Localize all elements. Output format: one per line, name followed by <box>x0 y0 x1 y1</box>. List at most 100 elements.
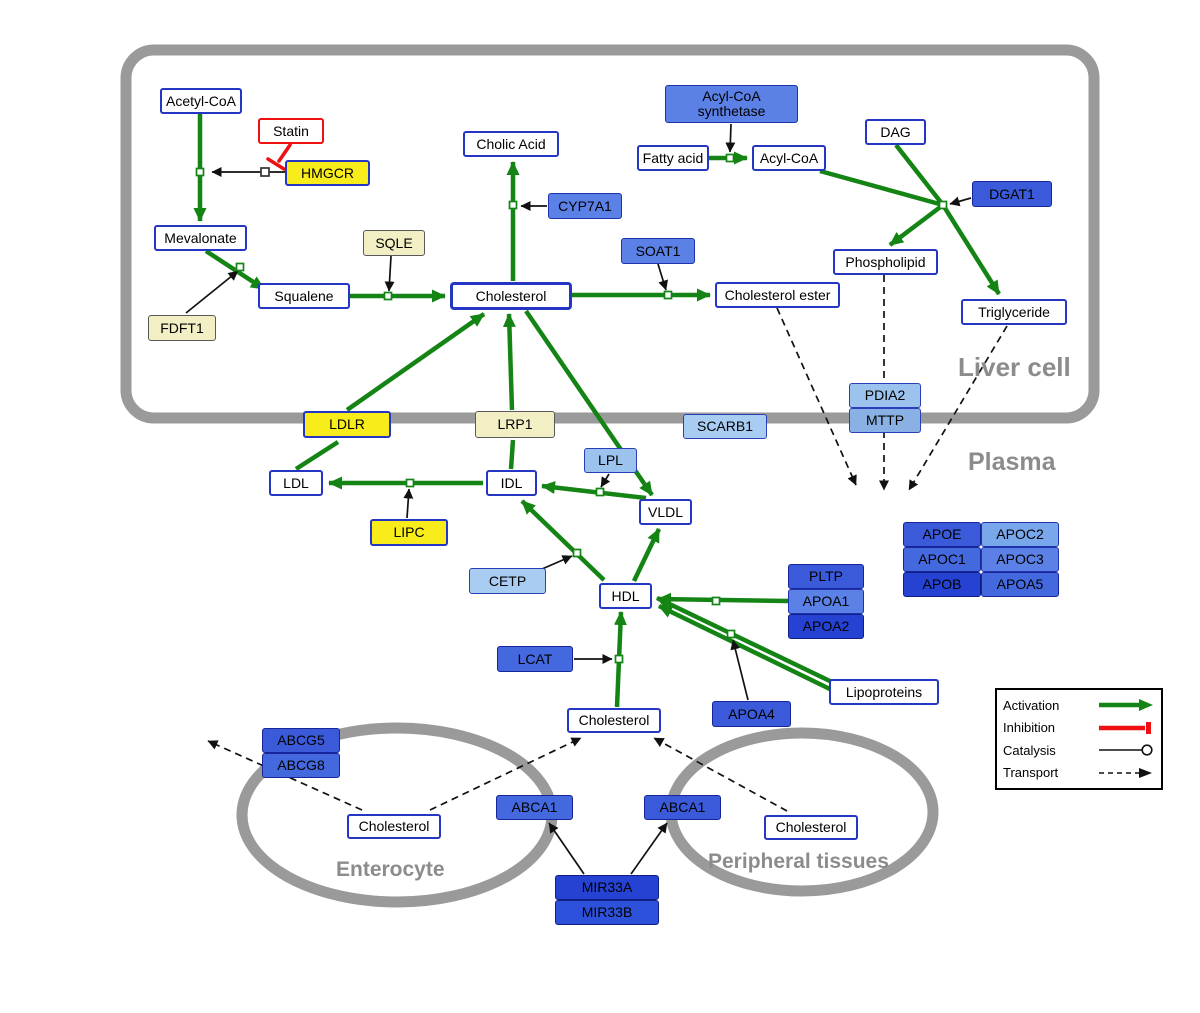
node-cholesterol-ester[interactable]: Cholesterol ester <box>715 282 840 308</box>
node-acetyl-coa[interactable]: Acetyl-CoA <box>160 88 242 114</box>
edge-hub-triglyceride <box>941 203 1001 296</box>
node-soat1[interactable]: SOAT1 <box>621 238 695 264</box>
node-lcat[interactable]: LCAT <box>497 646 573 672</box>
node-mevalonate[interactable]: Mevalonate <box>154 225 247 251</box>
transport-dashed-arrow-icon <box>1099 767 1152 778</box>
reaction-nodes <box>195 153 948 664</box>
node-cetp[interactable]: CETP <box>469 568 546 594</box>
node-apoc1[interactable]: APOC1 <box>903 547 981 572</box>
node-lipc[interactable]: LIPC <box>370 519 448 546</box>
node-acyl-coa[interactable]: Acyl-CoA <box>752 145 826 171</box>
node-cholic-acid[interactable]: Cholic Acid <box>463 131 559 157</box>
inhibition-edge-statin-hmgcr <box>266 143 292 171</box>
legend-activation-label: Activation <box>1003 697 1060 713</box>
edge-peripheral-cholesterol <box>653 737 788 812</box>
edge-sqle-reaction <box>384 255 395 292</box>
node-acyl-coa-synthetase[interactable]: Acyl-CoA synthetase <box>665 85 798 123</box>
edge-ldl-ldlr <box>294 440 340 471</box>
edge-fdft1-reaction <box>185 270 239 314</box>
node-ldl[interactable]: LDL <box>269 470 323 496</box>
edge-apoa4-reaction <box>730 639 749 701</box>
node-apoa5[interactable]: APOA5 <box>981 572 1059 597</box>
edge-triglyceride-plasma <box>908 325 1008 491</box>
catalysis-anchor-hmgcr <box>260 167 270 177</box>
edge-cholesterolester-plasma <box>776 307 857 486</box>
node-hmgcr[interactable]: HMGCR <box>285 160 370 186</box>
node-apob[interactable]: APOB <box>903 572 981 597</box>
edge-mir33-abca1-right <box>630 822 668 875</box>
catalysis-edges <box>185 123 972 875</box>
node-apoe[interactable]: APOE <box>903 522 981 547</box>
node-squalene[interactable]: Squalene <box>258 283 350 309</box>
node-apoa2[interactable]: APOA2 <box>788 614 864 639</box>
edge-apoa-hdl <box>657 592 789 606</box>
node-apoa4[interactable]: APOA4 <box>712 701 791 727</box>
node-dgat1[interactable]: DGAT1 <box>972 181 1052 207</box>
edge-mir33-abca1-left <box>548 822 585 875</box>
node-ldlr[interactable]: LDLR <box>303 411 391 438</box>
node-mttp[interactable]: MTTP <box>849 408 921 433</box>
inhibition-tbar-icon <box>1099 721 1151 734</box>
node-vldl[interactable]: VLDL <box>639 499 692 525</box>
edge-idl-lrp1 <box>508 439 516 470</box>
edge-ldlr-cholesterol <box>345 312 486 412</box>
enterocyte-label: Enterocyte <box>336 858 445 881</box>
legend-row-inhibition: Inhibition <box>1003 720 1155 735</box>
node-apoa1[interactable]: APOA1 <box>788 589 864 614</box>
node-abca1-left[interactable]: ABCA1 <box>496 795 573 820</box>
node-cholesterol-peripheral[interactable]: Cholesterol <box>764 815 858 840</box>
node-scarb1[interactable]: SCARB1 <box>683 414 767 439</box>
edge-enterocyte-cholesterol <box>429 737 582 811</box>
node-idl[interactable]: IDL <box>486 470 537 496</box>
node-apoc2[interactable]: APOC2 <box>981 522 1059 547</box>
node-abca1-right[interactable]: ABCA1 <box>644 795 721 820</box>
node-hdl[interactable]: HDL <box>599 583 652 609</box>
catalysis-circle-icon <box>1099 744 1153 756</box>
legend-inhibition-label: Inhibition <box>1003 720 1056 736</box>
activation-arrow-icon <box>1099 699 1153 712</box>
edge-dag-hub <box>894 143 945 207</box>
edge-lipc-reaction <box>403 488 414 519</box>
legend-row-transport: Transport <box>1003 765 1155 780</box>
edge-lipoproteins-hdl-2 <box>658 603 837 695</box>
node-mir33a[interactable]: MIR33A <box>555 875 659 900</box>
node-abcg5[interactable]: ABCG5 <box>262 728 340 753</box>
edge-cetp-reaction <box>541 555 573 570</box>
edge-hdl-idl <box>520 499 606 582</box>
node-mir33b[interactable]: MIR33B <box>555 900 659 925</box>
node-fdft1[interactable]: FDFT1 <box>148 315 216 341</box>
edge-hdl-vldl <box>631 528 662 582</box>
edge-mevalonate-squalene <box>204 249 266 291</box>
node-phospholipid[interactable]: Phospholipid <box>833 249 938 275</box>
plasma-label: Plasma <box>968 448 1056 476</box>
legend-catalysis-label: Catalysis <box>1003 742 1056 758</box>
node-triglyceride[interactable]: Triglyceride <box>961 299 1067 325</box>
node-lpl[interactable]: LPL <box>584 448 637 473</box>
node-lrp1[interactable]: LRP1 <box>475 411 555 438</box>
inhibition-tbar <box>266 157 286 171</box>
edge-acylcoa-hub <box>819 168 944 208</box>
node-lipoproteins[interactable]: Lipoproteins <box>829 679 939 705</box>
node-cholesterol-center[interactable]: Cholesterol <box>567 708 661 733</box>
node-statin[interactable]: Statin <box>258 118 324 144</box>
legend-row-catalysis: Catalysis <box>1003 743 1155 758</box>
node-cholesterol-enterocyte[interactable]: Cholesterol <box>347 814 441 839</box>
edge-vldl-idl <box>541 481 647 501</box>
node-sqle[interactable]: SQLE <box>363 230 425 256</box>
edge-hub-phospholipid <box>888 203 945 247</box>
node-pltp[interactable]: PLTP <box>788 564 864 589</box>
liver-cell-label: Liver cell <box>958 352 1071 382</box>
edge-lipoproteins-hdl-1 <box>656 595 835 686</box>
edge-acylcoasynthetase-reaction <box>725 123 736 153</box>
node-fatty-acid[interactable]: Fatty acid <box>637 145 709 171</box>
node-cyp7a1[interactable]: CYP7A1 <box>548 193 622 219</box>
node-pdia2[interactable]: PDIA2 <box>849 383 921 408</box>
node-cholesterol-liver[interactable]: Cholesterol <box>450 282 572 310</box>
node-apoc3[interactable]: APOC3 <box>981 547 1059 572</box>
peripheral-tissues-label: Peripheral tissues <box>708 850 889 873</box>
edge-dgat1-reaction <box>949 196 972 207</box>
node-abcg8[interactable]: ABCG8 <box>262 753 340 778</box>
edge-lpl-reaction <box>600 473 611 488</box>
node-dag[interactable]: DAG <box>865 119 926 145</box>
